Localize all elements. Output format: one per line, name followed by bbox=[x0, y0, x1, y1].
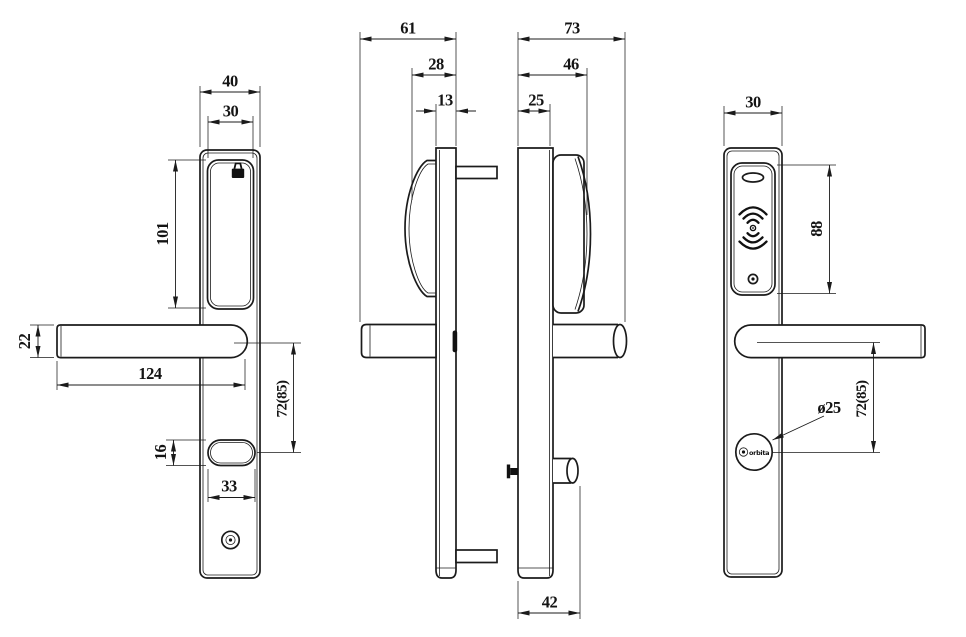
dim-label-42: 42 bbox=[542, 593, 558, 612]
reader-panel-inner-line bbox=[733, 165, 773, 293]
dims-front-exterior: 30 88 ø25 72(85) bbox=[723, 93, 880, 453]
exterior-plate-profile bbox=[517, 147, 554, 579]
dim-label-40: 40 bbox=[222, 72, 238, 91]
cylinder-circle bbox=[734, 432, 774, 472]
thumbturn-knob bbox=[553, 457, 579, 484]
dim-label-d25: ø25 bbox=[817, 398, 841, 417]
exterior-plate-inner-line bbox=[726, 150, 780, 575]
exterior-handle bbox=[733, 324, 926, 359]
view-front-exterior: orbita 30 88 ø25 72(85) bbox=[723, 93, 926, 578]
brand-logo-text: orbita bbox=[749, 449, 769, 457]
interior-handle bbox=[56, 324, 249, 359]
dim-label-72-85-left: 72(85) bbox=[275, 380, 291, 417]
dim-label-16: 16 bbox=[151, 445, 170, 461]
view-front-interior: 40 30 101 22 124 72(85) 16 bbox=[15, 72, 301, 579]
key-cylinder-mark bbox=[506, 464, 518, 479]
latch-bolt bbox=[455, 165, 498, 180]
dim-label-46: 46 bbox=[563, 55, 579, 74]
screw-icon bbox=[220, 530, 241, 550]
led-slot bbox=[741, 172, 765, 183]
cylinder-oval-inner-line bbox=[210, 442, 253, 464]
dim-label-61: 61 bbox=[400, 19, 416, 38]
dims-side-exterior: 73 46 25 42 bbox=[517, 19, 626, 619]
exterior-plate-outline bbox=[723, 147, 783, 578]
interior-plate-inner-line bbox=[202, 152, 258, 576]
exterior-handle-end-cap bbox=[612, 323, 628, 359]
brand-logo: orbita bbox=[738, 447, 770, 457]
dim-label-28: 28 bbox=[428, 55, 444, 74]
padlock-icon bbox=[231, 162, 245, 178]
interior-plate-profile bbox=[435, 147, 457, 579]
dim-label-101: 101 bbox=[153, 222, 172, 246]
dim-label-73: 73 bbox=[564, 19, 580, 38]
dim-label-30-plate: 30 bbox=[745, 93, 761, 112]
view-side-interior: 61 28 13 bbox=[359, 19, 498, 579]
dim-label-33: 33 bbox=[221, 477, 237, 496]
dims-front-interior: 40 30 101 22 124 72(85) 16 bbox=[15, 72, 301, 502]
interior-body-profile-inner bbox=[408, 163, 436, 294]
dims-side-interior: 61 28 13 bbox=[359, 19, 476, 322]
interior-plate-outline bbox=[199, 149, 261, 579]
panel-screw-icon bbox=[747, 273, 759, 285]
dim-label-72-85-right: 72(85) bbox=[854, 380, 870, 417]
rfid-waves-icon bbox=[738, 206, 768, 250]
key-panel-outline bbox=[206, 159, 255, 310]
key-panel-inner-line bbox=[210, 162, 251, 307]
view-side-exterior: 73 46 25 42 bbox=[506, 19, 628, 619]
interior-handle-profile bbox=[360, 323, 437, 359]
spindle-mark bbox=[452, 330, 458, 353]
dim-label-124: 124 bbox=[138, 364, 162, 383]
reader-panel-outline bbox=[730, 162, 776, 296]
dim-label-88: 88 bbox=[807, 221, 826, 237]
dim-label-25: 25 bbox=[528, 91, 544, 110]
reader-housing-bulge-inner bbox=[574, 158, 588, 310]
reader-housing-bulge-outer bbox=[577, 156, 592, 312]
dim-label-22: 22 bbox=[15, 334, 34, 350]
interior-body-profile bbox=[404, 159, 436, 298]
exterior-handle-profile bbox=[553, 323, 628, 359]
dim-label-13: 13 bbox=[437, 91, 453, 110]
reader-housing-profile bbox=[552, 154, 585, 314]
cylinder-oval-outline bbox=[207, 439, 256, 467]
bottom-tab bbox=[455, 549, 498, 564]
dim-label-30-panel: 30 bbox=[223, 102, 239, 121]
